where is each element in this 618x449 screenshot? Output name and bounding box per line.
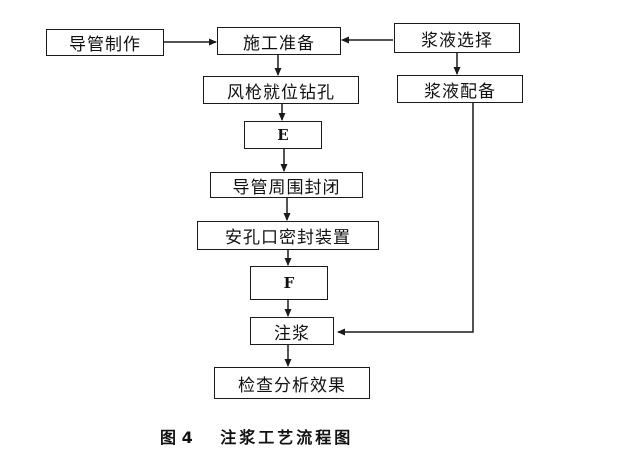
node-f: F xyxy=(250,266,328,300)
node-install-orifice-seal: 安孔口密封装置 xyxy=(197,221,379,250)
node-drill-positioning: 风枪就位钻孔 xyxy=(203,76,359,104)
node-slurry-mixing: 浆液配备 xyxy=(397,75,523,103)
figure-title: 注浆工艺流程图 xyxy=(220,428,354,447)
node-slurry-selection: 浆液选择 xyxy=(394,23,520,53)
node-guide-pipe: 导管制作 xyxy=(46,29,164,56)
node-grouting: 注浆 xyxy=(250,317,334,345)
figure-number: 图 4 xyxy=(160,428,193,447)
node-seal-around-pipe: 导管周围封闭 xyxy=(210,172,363,198)
node-e: E xyxy=(244,121,322,149)
node-check-analysis: 检查分析效果 xyxy=(214,367,370,399)
arrow-mix-to-grout xyxy=(337,103,474,336)
figure-caption: 图 4 注浆工艺流程图 xyxy=(160,424,353,448)
node-construction-prep: 施工准备 xyxy=(217,27,341,55)
